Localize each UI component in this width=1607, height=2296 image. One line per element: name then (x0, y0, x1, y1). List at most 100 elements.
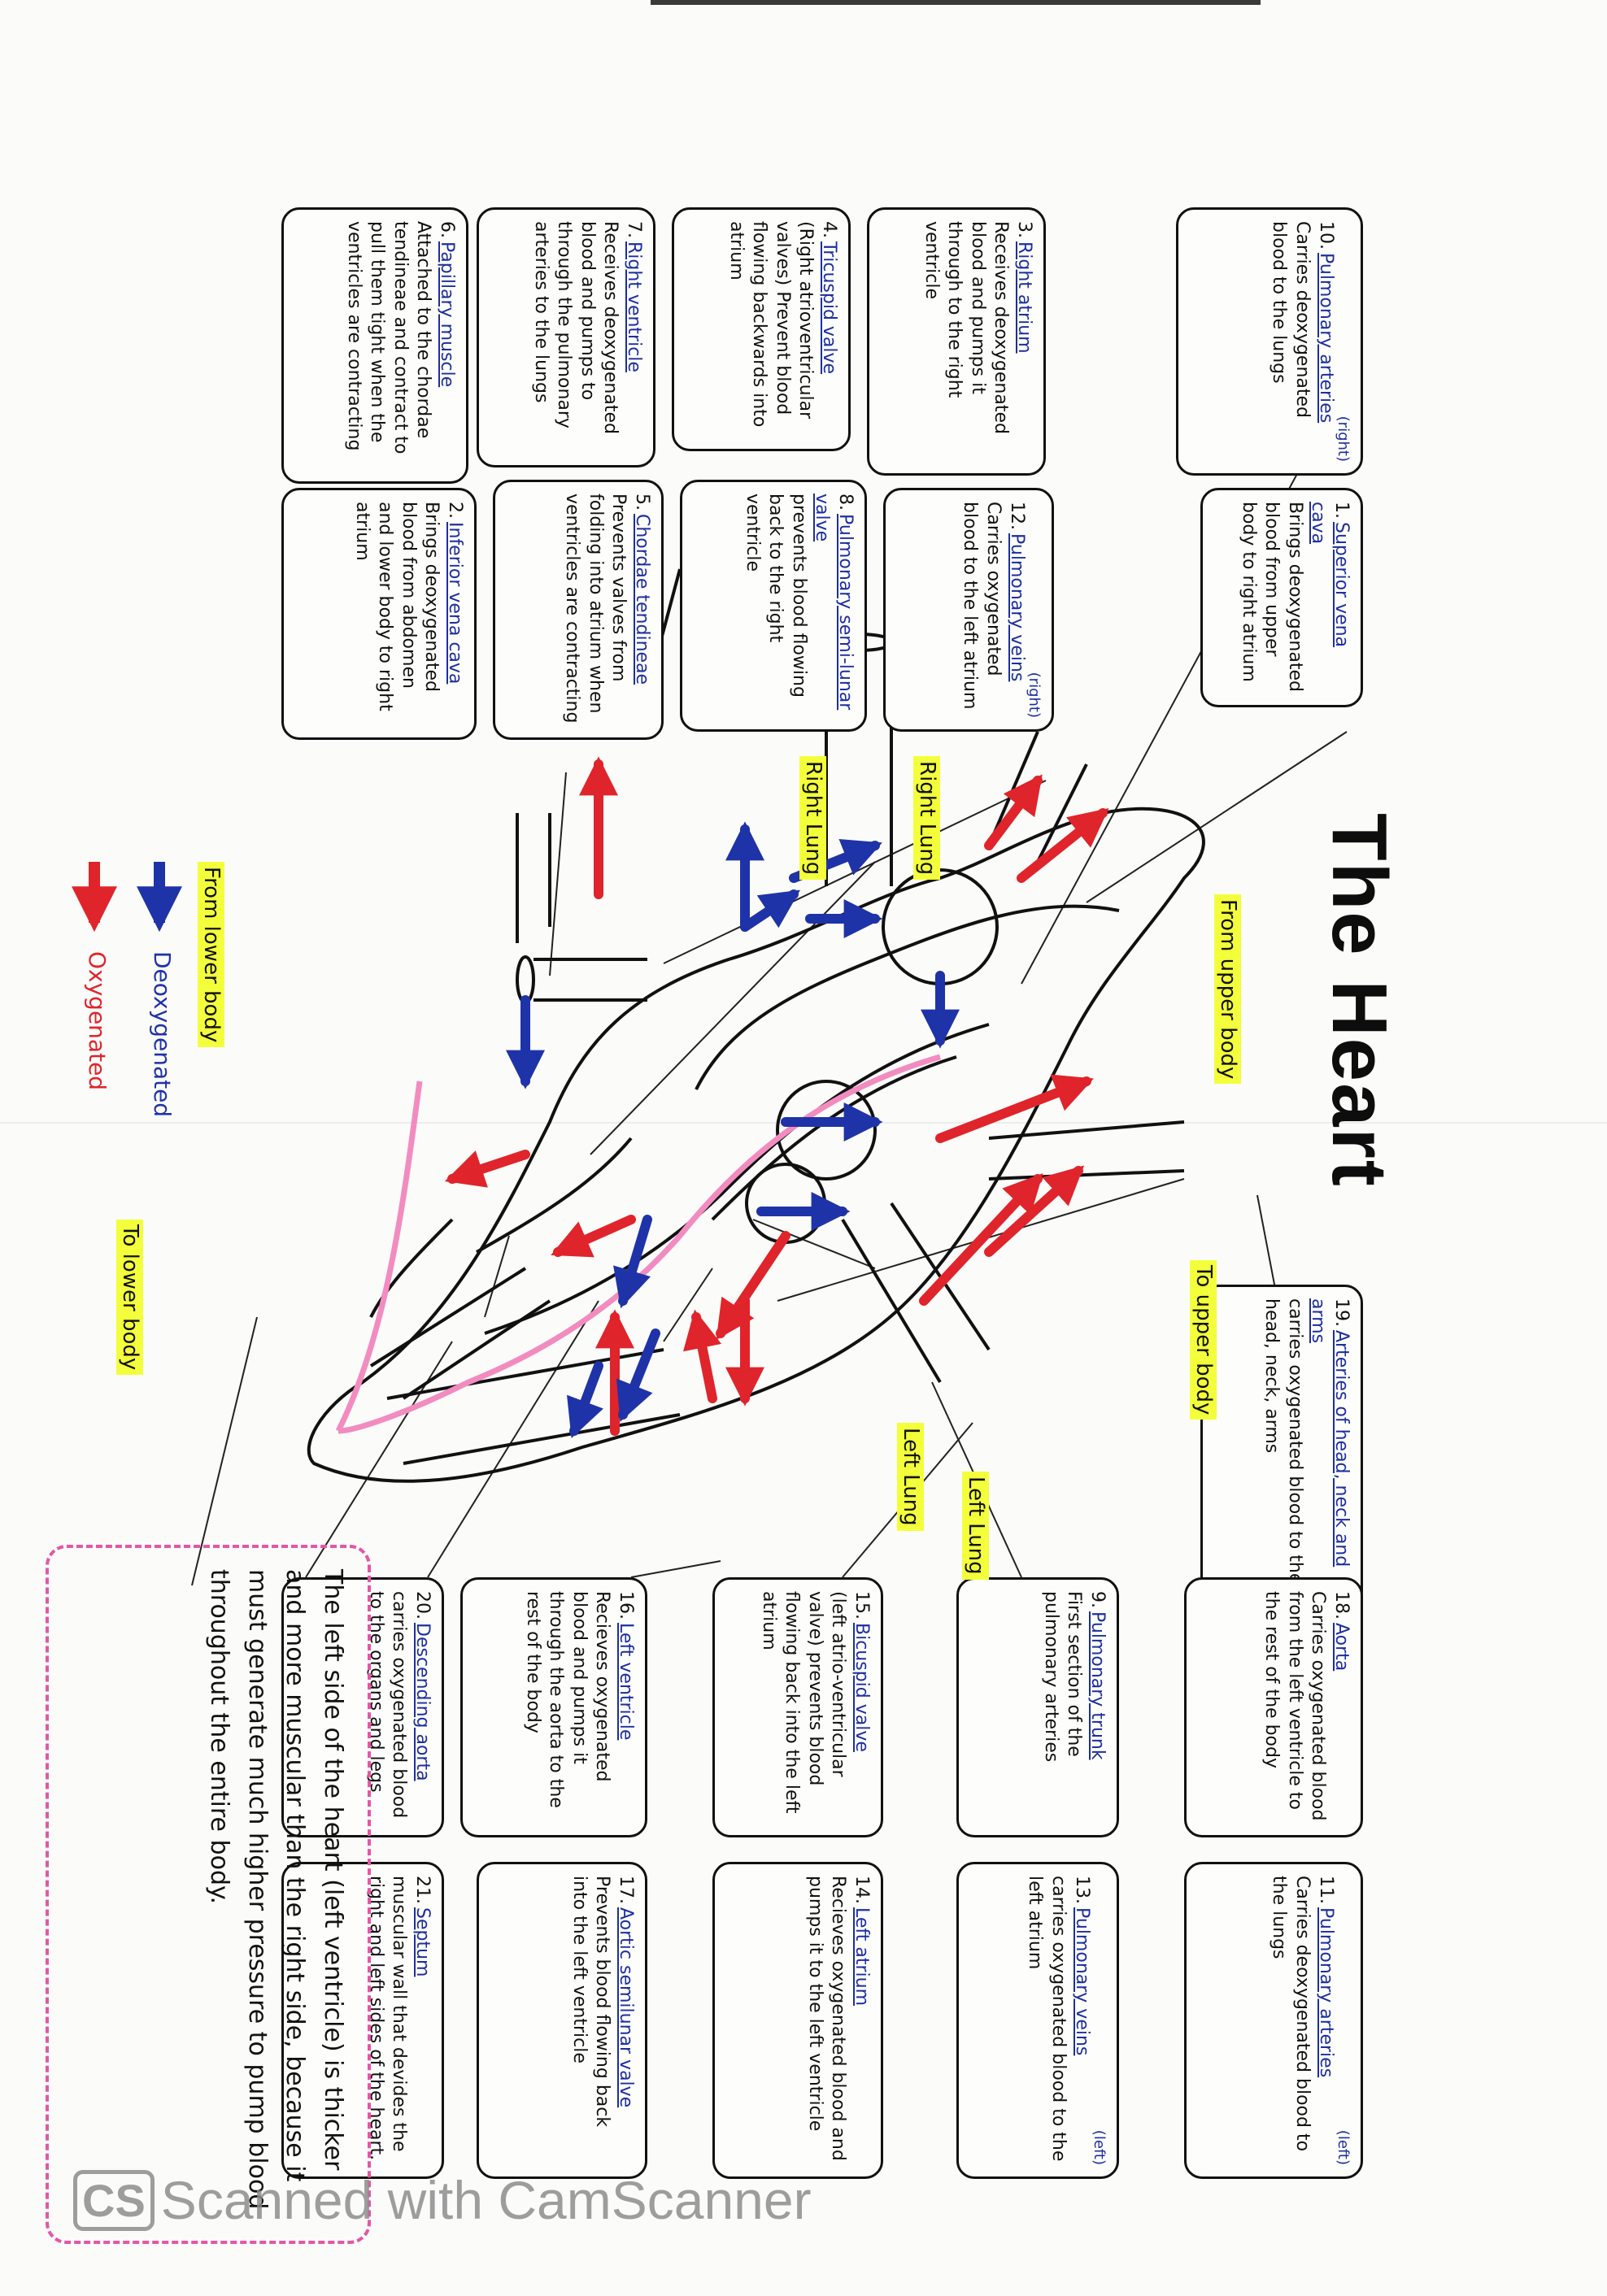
legend-oxygenated: Oxygenated (84, 951, 111, 1091)
label-from-upper-body: From upper body (1214, 894, 1241, 1085)
label-number: 8. (835, 494, 856, 511)
label-desc: Receives deoxygenated blood and pumps it… (921, 221, 1012, 434)
label-box: 19.Arteries of head, neck and arms carri… (1200, 1285, 1363, 1610)
label-desc: Recieves oxygenated blood and pumps it t… (804, 1876, 849, 2161)
label-number: 20. (412, 1591, 433, 1620)
legend-deoxygenated: Deoxygenated (149, 951, 176, 1118)
label-desc: Attached to the chordae tendineae and co… (343, 221, 434, 454)
label-term: Papillary muscle (437, 241, 457, 388)
label-desc: Carries deoxygenated blood to the lungs (1269, 1876, 1313, 2152)
label-box: 5.Chordae tendineae Prevents valves from… (493, 480, 664, 740)
heart-outline (307, 807, 1205, 1483)
label-term: Aorta (1331, 1623, 1352, 1672)
label-number: 10. (1315, 221, 1336, 250)
scanner-watermark: CS Scanned with CamScanner (73, 2169, 812, 2231)
label-number: 5. (632, 494, 652, 511)
label-number: 3. (1014, 221, 1034, 238)
label-number: 1. (1331, 502, 1352, 519)
label-right-lung: Right Lung (799, 756, 826, 881)
label-number: 9. (1087, 1591, 1108, 1608)
label-number: 4. (819, 221, 839, 238)
label-term: Inferior vena cava (445, 522, 465, 685)
label-desc: Carries deoxygenated blood to the lungs (1269, 221, 1313, 419)
label-number: 21. (412, 1876, 433, 1904)
camscanner-logo-icon: CS (73, 2169, 155, 2231)
legend-arrows (72, 862, 182, 933)
label-box: 7. Right ventricle Receives deoxygenated … (477, 207, 655, 467)
label-box: 8.Pulmonary semi-lunar valve prevents bl… (680, 480, 867, 732)
label-number: 14. (851, 1876, 872, 1904)
label-number: 15. (851, 1591, 872, 1620)
label-side: (right) (1335, 415, 1352, 462)
label-box: 17. Aortic semilunar valve Prevents blood… (477, 1862, 647, 2179)
label-number: 11. (1315, 1876, 1336, 1904)
label-box: (right) 10.Pulmonary arteries Carries de… (1176, 207, 1363, 476)
label-desc: Brings deoxygenated blood from upper bod… (1238, 502, 1305, 692)
label-term: Descending aorta (412, 1623, 433, 1781)
label-box: 15. Bicuspid valve (left atrio-ventricula… (712, 1577, 883, 1837)
label-number: 17. (616, 1876, 636, 1904)
label-number: 12. (1006, 502, 1027, 530)
scan-top-edge (651, 0, 1261, 5)
label-desc: Recieves oxygenated blood and pumps it t… (522, 1591, 613, 1808)
label-box: 6. Papillary muscle Attached to the chord… (281, 207, 468, 484)
label-desc: carries oxygenated blood to the left atr… (1025, 1876, 1069, 2162)
label-box: (right) 12. Pulmonary veins Carries oxyge… (883, 488, 1054, 732)
label-box: 9. Pulmonary trunk First section of the p… (956, 1577, 1119, 1837)
label-number: 18. (1331, 1591, 1352, 1620)
label-desc: (Right atrioventricular valves) Prevent … (725, 221, 817, 428)
label-number: 2. (445, 502, 465, 519)
label-term: Left ventricle (616, 1623, 636, 1741)
label-term: Aortic semilunar valve (616, 1907, 636, 2108)
label-side: (right) (1026, 672, 1043, 718)
label-box: 4. Tricuspid valve (Right atrioventricula… (672, 207, 851, 451)
label-number: 6. (437, 221, 457, 238)
label-term: Pulmonary veins (1071, 1907, 1092, 2056)
label-term: Pulmonary trunk (1087, 1611, 1108, 1760)
label-desc: Receives deoxygenated blood and pumps to… (530, 221, 621, 434)
label-box: 18. Aorta Carries oxygenated blood from t… (1184, 1577, 1363, 1837)
watermark-text: Scanned with CamScanner (160, 2170, 812, 2230)
label-from-lower-body: From lower body (198, 862, 224, 1048)
label-left-lung: Left Lung (962, 1472, 989, 1580)
label-term: Pulmonary semi-lunar valve (812, 494, 856, 711)
label-side: (left) (1091, 2129, 1108, 2165)
label-term: Right atrium (1014, 241, 1034, 354)
label-desc: Brings deoxygenated blood from abdomen a… (351, 502, 442, 711)
label-desc: First section of the pulmonary arteries (1040, 1591, 1085, 1763)
label-term: Tricuspid valve (819, 241, 839, 375)
label-desc: carries oxygenated blood to the head, ne… (1261, 1298, 1305, 1585)
note-box: The left side of the heart (left ventric… (46, 1545, 371, 2244)
blood-flow-arrows (444, 756, 1109, 1438)
label-term: Bicuspid valve (851, 1623, 872, 1752)
label-desc: Prevents valves from folding into atrium… (562, 494, 629, 724)
page-title: The Heart (1316, 813, 1403, 1188)
label-number: 7. (624, 221, 644, 238)
label-term: Left atrium (851, 1907, 872, 2007)
label-to-upper-body: To upper body (1190, 1260, 1217, 1420)
label-to-lower-body: To lower body (116, 1220, 143, 1376)
label-desc: Carries oxygenated blood from the left v… (1261, 1591, 1329, 1821)
label-term: Septum (412, 1907, 433, 1977)
label-desc: (left atrio-ventricular valve) prevents … (758, 1591, 849, 1814)
label-left-lung: Left Lung (897, 1423, 924, 1531)
label-term: Pulmonary veins (1006, 533, 1027, 682)
label-term: Superior vena cava (1308, 502, 1352, 648)
label-number: 16. (616, 1591, 636, 1620)
label-term: Right ventricle (624, 241, 644, 372)
label-box: 2. Inferior vena cava Brings deoxygenated… (281, 488, 477, 740)
label-box: 3. Right atrium Receives deoxygenated blo… (867, 207, 1046, 476)
label-box: (left) 11. Pulmonary arteries Carries deo… (1184, 1862, 1363, 2179)
label-box: 16. Left ventricle Recieves oxygenated bl… (460, 1577, 647, 1837)
label-term: Arteries of head, neck and arms (1308, 1298, 1352, 1568)
label-desc: prevents blood flowing back to the right… (742, 494, 809, 698)
label-term: Pulmonary arteries (1315, 1907, 1336, 2078)
label-number: 19. (1331, 1298, 1352, 1327)
label-box: (left) 13.Pulmonary veins carries oxygen… (956, 1862, 1119, 2179)
label-side: (left) (1335, 2129, 1352, 2165)
label-desc: Prevents blood flowing back into the lef… (568, 1876, 613, 2128)
label-desc: Carries oxygenated blood to the left atr… (960, 502, 1004, 710)
label-box: 1.Superior vena cava Brings deoxygenated… (1200, 488, 1363, 707)
